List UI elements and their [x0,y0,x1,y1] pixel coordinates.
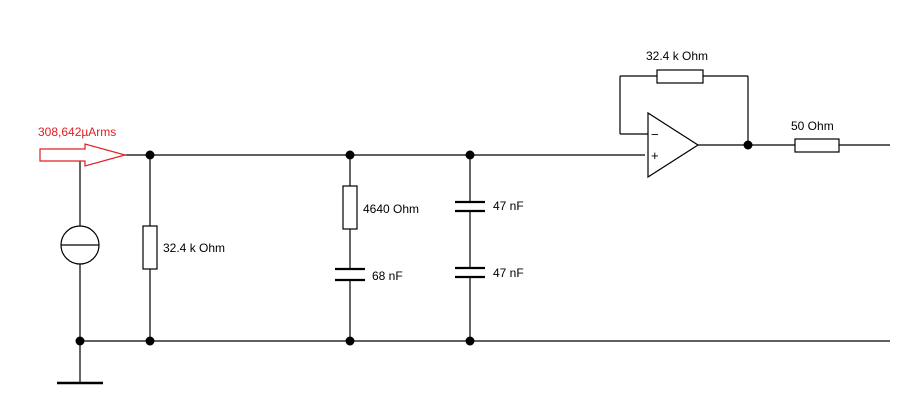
wires [79,75,890,383]
resistor-feedback [656,69,704,84]
node [345,150,355,160]
node [465,336,475,346]
resistor-output [794,138,840,153]
opamp-minus-sign: − [651,127,659,142]
capacitor-series-label: 68 nF [372,269,403,283]
resistor-output-label: 50 Ohm [791,119,834,133]
resistor-input [142,225,158,270]
node [465,150,475,160]
node [345,336,355,346]
opamp: − + [647,111,700,179]
resistor-feedback-label: 32.4 k Ohm [646,49,708,63]
measurement-arrow-icon [39,143,128,167]
resistor-series [342,185,358,230]
current-source [60,225,100,265]
node [145,336,155,346]
node [145,150,155,160]
capacitor-top-label: 47 nF [493,199,524,213]
resistor-series-label: 4640 Ohm [363,202,419,216]
opamp-plus-sign: + [651,148,659,163]
capacitor-top [455,200,485,213]
node [743,140,753,150]
node [75,336,85,346]
capacitor-series [335,267,365,282]
junction-nodes [75,140,753,346]
capacitor-bottom-label: 47 nF [493,266,524,280]
capacitor-bottom [455,266,485,279]
measurement-label: 308,642µArms [38,125,116,139]
resistor-input-label: 32.4 k Ohm [163,241,225,255]
